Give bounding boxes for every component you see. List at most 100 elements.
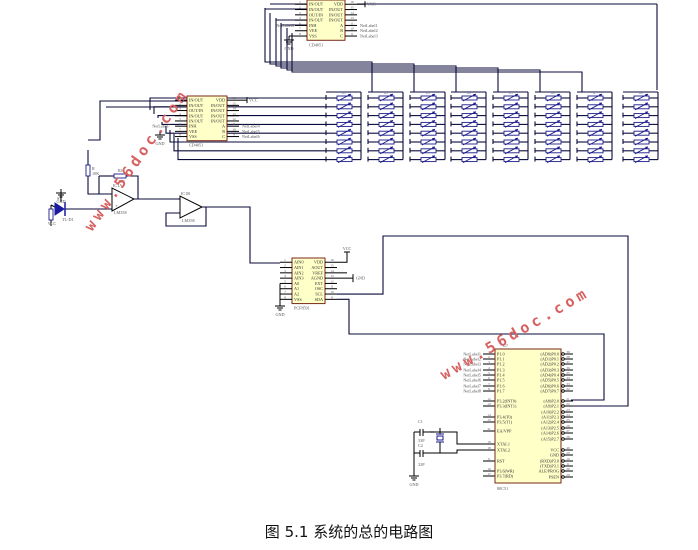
pin-label: C <box>222 134 225 139</box>
chip-cd4051-top-name: CD4051 <box>309 42 323 47</box>
adjust-arrow <box>634 93 649 102</box>
pin-number: 33 <box>566 382 570 386</box>
pin-number: 13 <box>330 274 334 278</box>
pin-label: OUT/IN <box>189 108 203 113</box>
pin-bubble <box>561 475 565 479</box>
adjust-arrow <box>634 128 649 137</box>
ground-top: GND <box>284 36 294 51</box>
adjust-arrow <box>546 93 561 102</box>
pin-number: 16 <box>350 0 354 4</box>
net-label: NetLabel1 <box>463 352 481 357</box>
sensor-element <box>587 128 604 137</box>
adjust-arrow <box>546 155 561 163</box>
arrow-head <box>557 129 560 132</box>
opamp-ref: IC1B <box>181 191 190 196</box>
arrow-head <box>557 94 560 97</box>
adjust-arrow <box>634 137 649 146</box>
sensor-element <box>336 93 353 102</box>
sensor-element <box>336 137 353 146</box>
pin-number: 15 <box>232 101 236 105</box>
pin-number: 16 <box>330 258 334 262</box>
pin-number: 13 <box>232 112 236 116</box>
sensor-element <box>587 111 604 119</box>
sensor-element <box>336 146 353 155</box>
wire <box>87 176 112 195</box>
mux-row-wire <box>177 138 326 161</box>
arrow-head <box>599 129 602 132</box>
sensor-element <box>633 120 650 128</box>
scl-wire <box>337 235 629 407</box>
pin-label: P1.6 <box>497 384 505 389</box>
sensor-element <box>633 146 650 155</box>
pin-bubble <box>561 431 565 435</box>
pin-bubble <box>561 399 565 403</box>
resistor-r2 <box>113 173 127 179</box>
pin-label: (A12)P2.4 <box>541 420 559 425</box>
adjust-arrow <box>546 111 561 119</box>
pin-number: 11 <box>350 21 354 25</box>
arrow-head <box>432 94 435 97</box>
net-label: NetLabel6 <box>276 23 294 28</box>
resistor-value: 10K <box>118 179 125 184</box>
chip-pcf8591-name: PCF8591 <box>294 306 310 311</box>
adjust-arrow <box>588 155 603 163</box>
adjust-arrow <box>421 111 436 119</box>
pin-label: VEE <box>309 28 318 33</box>
sda-wire <box>337 298 605 401</box>
net-label: NetLabel7 <box>463 384 481 389</box>
pin-bubble <box>561 362 565 366</box>
adjust-arrow <box>504 146 519 155</box>
pin-label: AIN3 <box>294 276 304 281</box>
adjust-arrow <box>504 128 519 137</box>
arrow-head <box>515 146 518 150</box>
pin-label: P3.2(INT0) <box>497 399 517 404</box>
net-label: NetLabel1 <box>360 23 378 28</box>
pin-label: (AD6)P0.6 <box>541 384 560 389</box>
adjust-arrow <box>379 155 394 163</box>
arrow-head <box>599 138 602 141</box>
arrow-head <box>390 111 393 115</box>
ground-label: GND <box>284 46 293 51</box>
arrow-head <box>348 102 351 106</box>
sensor-element <box>503 120 520 128</box>
arrow-head <box>515 120 518 123</box>
pin-number: 22 <box>566 402 570 406</box>
pin-bubble <box>561 459 565 463</box>
ground-diode: GND <box>56 189 66 204</box>
sensor-element <box>420 102 437 111</box>
pin-label: AOUT <box>311 265 323 270</box>
sensor-element <box>545 102 562 111</box>
adjust-arrow <box>588 128 603 137</box>
pin-number: 6 <box>488 376 490 380</box>
pin-label: (AD7)P0.7 <box>541 389 560 394</box>
pin-number: 12 <box>487 397 491 401</box>
adjust-arrow <box>337 137 352 146</box>
adjust-arrow <box>588 111 603 119</box>
arrow-head <box>390 146 393 150</box>
adjust-arrow <box>421 93 436 102</box>
pin-label: AIN0 <box>294 260 304 265</box>
column-label: R2 <box>384 91 388 95</box>
pin-label: IN/OUT <box>329 7 344 12</box>
sensor-element <box>587 146 604 155</box>
arrow-head <box>432 129 435 132</box>
arrow-head <box>515 94 518 97</box>
adjust-arrow <box>421 120 436 128</box>
chip-cd4051-mid-body <box>186 95 228 142</box>
pin-label: (RXD)P3.0 <box>540 459 559 464</box>
adjust-arrow <box>379 111 394 119</box>
mcu-name: 80C51 <box>497 486 508 491</box>
sensor-element <box>545 93 562 102</box>
arrow-head <box>557 111 560 115</box>
pin-label: P1.0 <box>497 352 505 357</box>
pin-number: 23 <box>566 408 570 412</box>
arrow-head <box>390 94 393 97</box>
pin-bubble <box>561 404 565 408</box>
pin-number: 12 <box>330 279 334 283</box>
cap-value: 33P <box>418 462 425 467</box>
opamp-plus: + <box>115 203 118 208</box>
pin-label: P1.2 <box>497 362 505 367</box>
arrow-head <box>557 138 560 141</box>
pin-label: (AD5)P0.5 <box>541 378 560 383</box>
